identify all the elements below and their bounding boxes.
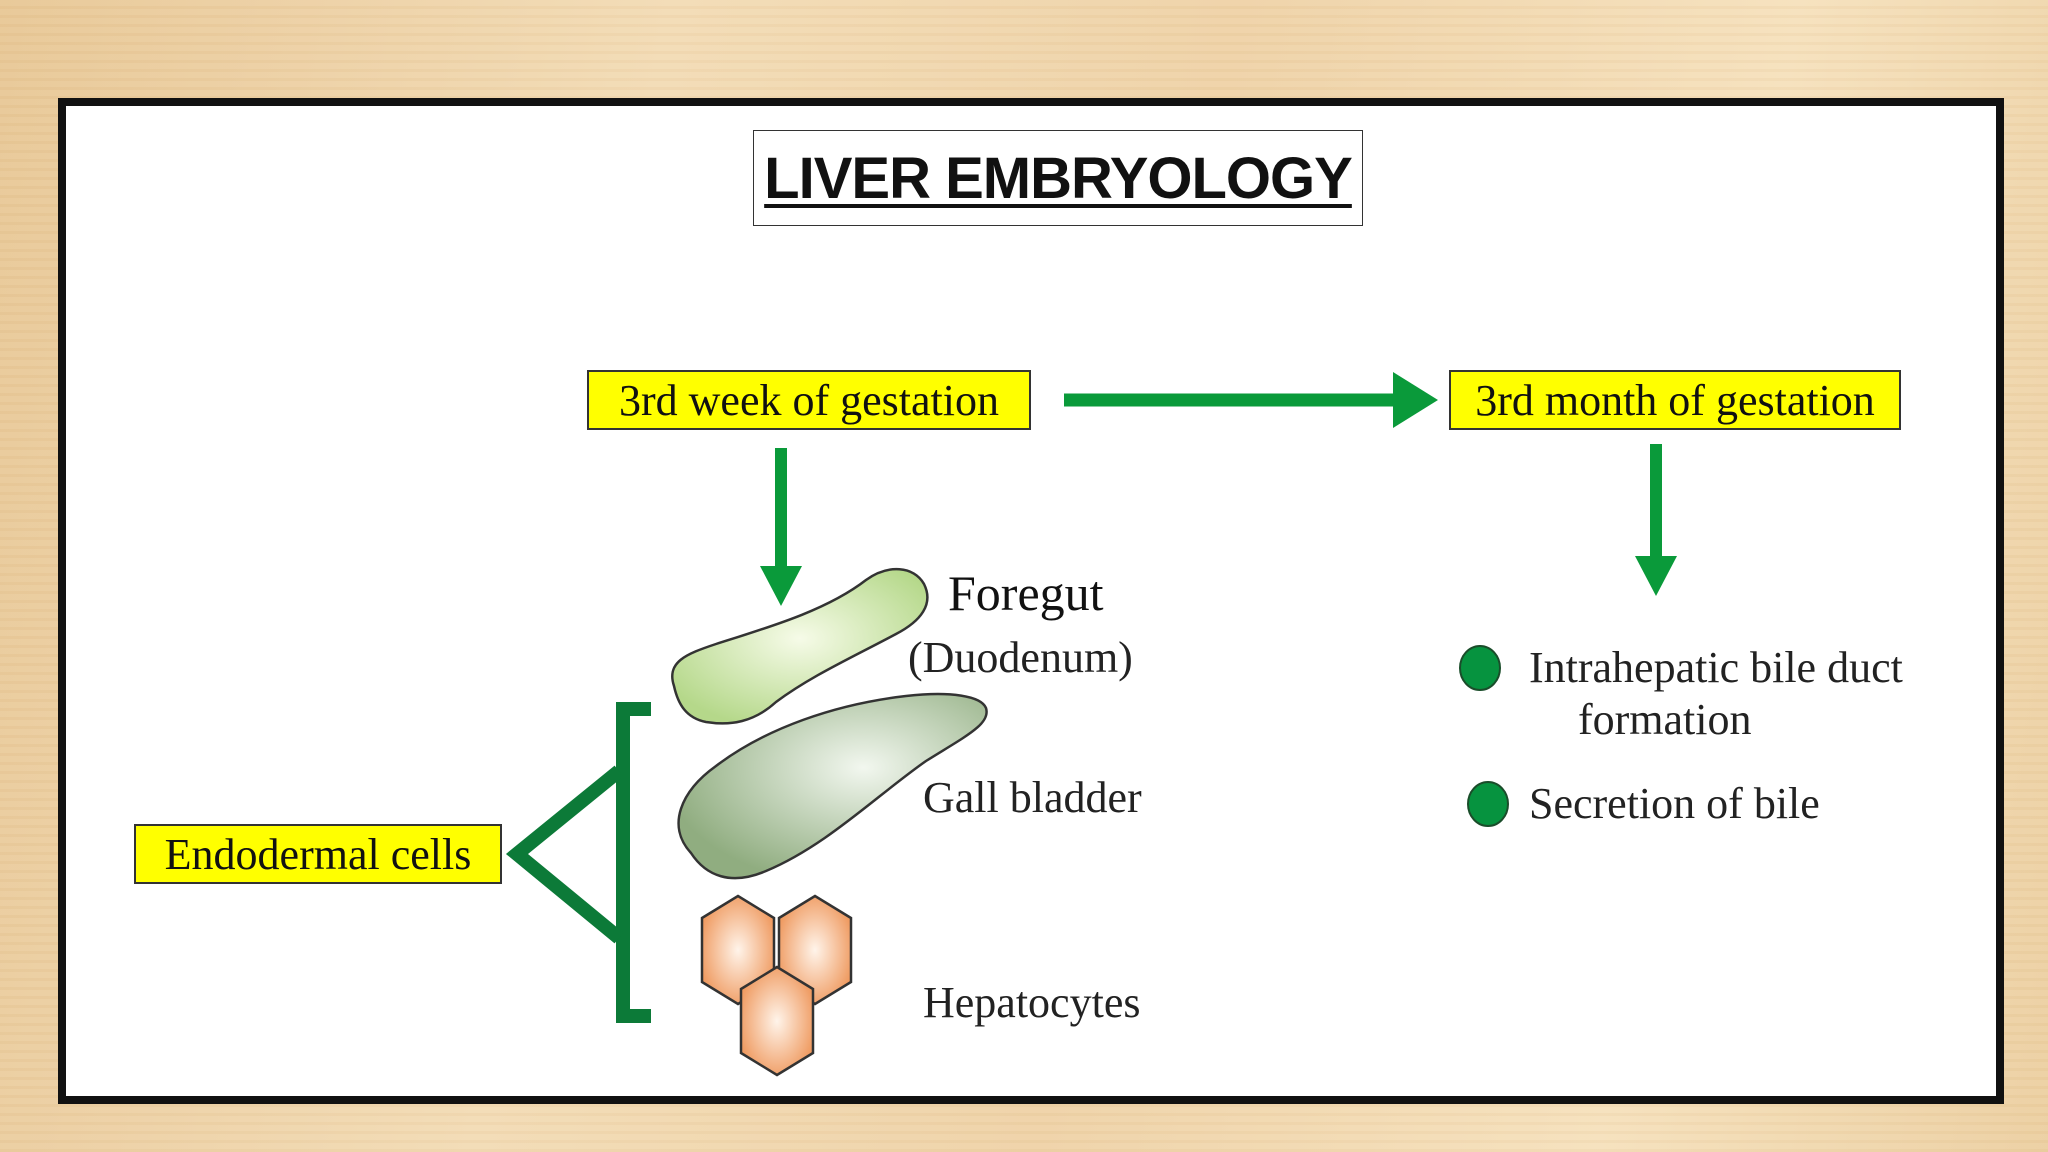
endodermal-cells-box: Endodermal cells bbox=[134, 824, 502, 884]
week-gestation-box: 3rd week of gestation bbox=[587, 370, 1031, 430]
bracket-connector bbox=[505, 702, 651, 1023]
title-box: LIVER EMBRYOLOGY bbox=[753, 130, 1363, 226]
page-title: LIVER EMBRYOLOGY bbox=[764, 145, 1353, 211]
gall-bladder-label: Gall bladder bbox=[923, 773, 1142, 822]
hepatocyte-cell bbox=[739, 965, 815, 1077]
bullet-icon bbox=[1459, 645, 1501, 691]
bullet-icon bbox=[1467, 781, 1509, 827]
arrow-down-icon bbox=[1635, 444, 1677, 596]
slide-frame: LIVER EMBRYOLOGY bbox=[58, 98, 2004, 1104]
month-gestation-box: 3rd month of gestation bbox=[1449, 370, 1901, 430]
foregut-shape bbox=[671, 567, 929, 725]
duodenum-label: (Duodenum) bbox=[908, 633, 1133, 682]
bullet-text-bile-secretion: Secretion of bile bbox=[1529, 779, 1820, 828]
gall-bladder-shape bbox=[677, 692, 988, 880]
arrow-right-icon bbox=[1064, 372, 1438, 428]
bullet-text-bile-duct-cont: formation bbox=[1578, 695, 1752, 744]
bullet-text-bile-duct: Intrahepatic bile duct bbox=[1529, 643, 1903, 692]
diagram-graphics bbox=[505, 372, 1677, 1077]
arrow-down-icon bbox=[760, 448, 802, 606]
foregut-label: Foregut bbox=[948, 565, 1104, 621]
hepatocytes-label: Hepatocytes bbox=[923, 978, 1141, 1027]
